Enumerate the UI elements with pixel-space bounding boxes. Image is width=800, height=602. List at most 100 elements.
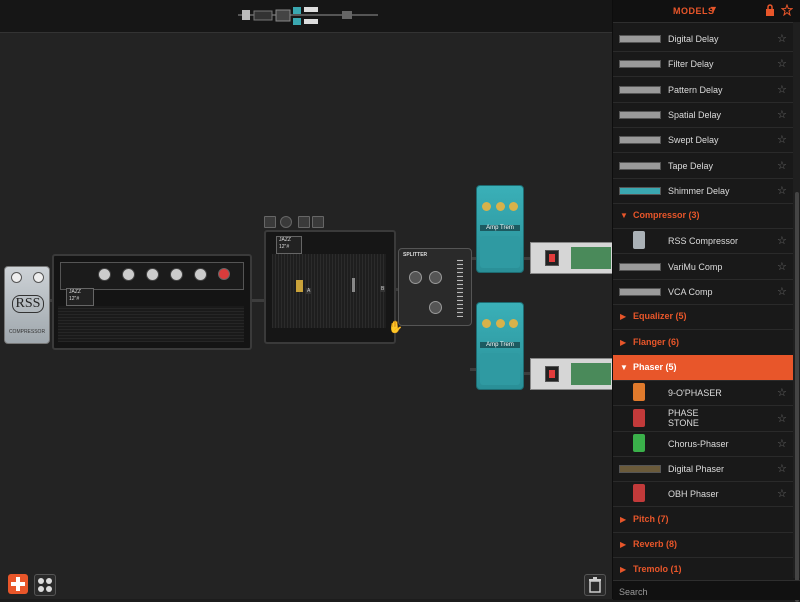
rack-unit-bottom[interactable]: [530, 358, 612, 390]
knob[interactable]: [482, 319, 491, 328]
model-item[interactable]: Tape Delay☆: [613, 153, 793, 179]
star-icon[interactable]: ☆: [777, 235, 787, 248]
menu-icon[interactable]: [264, 216, 276, 228]
model-item[interactable]: Digital Delay☆: [613, 26, 793, 52]
lock-icon[interactable]: [765, 4, 775, 16]
model-item[interactable]: RSS Compressor☆: [613, 228, 793, 255]
model-label: VCA Comp: [668, 287, 713, 297]
knob[interactable]: [170, 268, 183, 281]
knob[interactable]: [509, 202, 518, 211]
star-icon[interactable]: ☆: [777, 412, 787, 425]
category-row[interactable]: ▶Flanger (6): [613, 330, 793, 356]
model-item[interactable]: Spatial Delay ☆: [613, 102, 793, 128]
model-item[interactable]: Swept Delay☆: [613, 127, 793, 154]
power-light[interactable]: [545, 250, 559, 266]
rack-unit-top[interactable]: [530, 242, 612, 274]
add-module-icon: [11, 577, 25, 591]
mini-chain-map[interactable]: [238, 5, 378, 27]
model-item[interactable]: 9-O'PHASER☆: [613, 380, 793, 407]
knob[interactable]: [11, 272, 22, 283]
cable: [470, 368, 476, 371]
level-slider[interactable]: [457, 259, 463, 317]
star-icon[interactable]: ☆: [777, 108, 787, 121]
sidebar-scrollbar[interactable]: [793, 22, 800, 602]
star-icon[interactable]: ☆: [777, 83, 787, 96]
knob[interactable]: [496, 319, 505, 328]
model-item[interactable]: VCA Comp ☆: [613, 279, 793, 305]
knob[interactable]: [429, 271, 442, 284]
star-icon[interactable]: ☆: [777, 33, 787, 45]
search-input[interactable]: [617, 584, 791, 599]
category-row[interactable]: ▶Reverb (8): [613, 532, 793, 558]
model-label-line: PHASE: [668, 407, 699, 418]
category-row[interactable]: ▶Equalizer (5): [613, 304, 793, 331]
power-button[interactable]: [218, 268, 230, 280]
category-label: Equalizer (5): [633, 311, 687, 322]
amp-trem-pedal-bottom[interactable]: Amp Trem: [476, 302, 524, 390]
model-item[interactable]: Chorus-Phaser☆: [613, 431, 793, 457]
pedal-label: Amp Trem: [480, 225, 520, 231]
model-label: Spatial Delay: [668, 109, 722, 120]
grid-view-button[interactable]: [34, 574, 56, 596]
star-icon[interactable]: ☆: [777, 58, 787, 71]
cable: [522, 257, 530, 260]
scrollbar-thumb[interactable]: [795, 192, 799, 602]
rss-compressor-pedal[interactable]: RSS COMPRESSOR: [4, 266, 50, 344]
star-icon[interactable]: ☆: [777, 134, 787, 147]
model-label: Shimmer Delay: [668, 185, 730, 196]
star-icon[interactable]: ☆: [777, 387, 787, 400]
pedal-label: Amp Trem: [480, 342, 520, 348]
model-item[interactable]: Filter Delay☆: [613, 51, 793, 78]
knob[interactable]: [194, 268, 207, 281]
star-icon[interactable]: ☆: [777, 463, 787, 476]
models-title[interactable]: MODELS: [673, 6, 715, 16]
knob[interactable]: [146, 268, 159, 281]
caret-down-icon[interactable]: ▼: [709, 4, 718, 14]
chevron-down-icon[interactable]: [312, 216, 324, 228]
model-thumbnail: [619, 85, 661, 94]
star-icon[interactable]: ☆: [777, 488, 787, 501]
knob[interactable]: [33, 272, 44, 283]
chevron-up-icon[interactable]: [298, 216, 310, 228]
category-row[interactable]: ▼Phaser (5): [613, 354, 793, 381]
knob[interactable]: [409, 271, 422, 284]
add-module-button[interactable]: [8, 574, 28, 594]
model-item[interactable]: Digital Phaser☆: [613, 456, 793, 483]
model-item[interactable]: VariMu Comp☆: [613, 254, 793, 280]
category-row[interactable]: ▶Tremolo (1): [613, 557, 793, 578]
model-item[interactable]: Shimmer Delay ☆: [613, 178, 793, 204]
category-row[interactable]: ▶Pitch (7): [613, 507, 793, 533]
category-label: Flanger (6): [633, 336, 680, 347]
mic-b[interactable]: [352, 278, 355, 292]
mic-a[interactable]: [296, 280, 303, 292]
knob[interactable]: [98, 268, 111, 281]
star-icon[interactable]: ☆: [777, 159, 787, 172]
splitter-module[interactable]: SPLITTER: [398, 248, 472, 326]
knob[interactable]: [482, 202, 491, 211]
star-icon[interactable]: ☆: [777, 184, 787, 197]
knob[interactable]: [509, 319, 518, 328]
footswitch[interactable]: [480, 236, 520, 268]
star-icon[interactable]: ☆: [777, 286, 787, 298]
delete-button[interactable]: [584, 574, 606, 596]
knob[interactable]: [122, 268, 135, 281]
knob[interactable]: [496, 202, 505, 211]
star-icon[interactable]: ☆: [777, 260, 787, 273]
power-light[interactable]: [545, 366, 559, 382]
footswitch[interactable]: [480, 353, 520, 385]
star-icon[interactable]: ☆: [777, 437, 787, 450]
favorites-filter-icon[interactable]: [781, 4, 793, 16]
category-row[interactable]: ▼Compressor (3): [613, 203, 793, 230]
gear-icon[interactable]: [280, 216, 292, 228]
model-item[interactable]: Pattern Delay☆: [613, 77, 793, 103]
models-list[interactable]: Digital Delay☆Filter Delay☆Pattern Delay…: [613, 22, 793, 578]
amp-trem-pedal-top[interactable]: Amp Trem: [476, 185, 524, 273]
model-item[interactable]: OBH Phaser☆: [613, 481, 793, 508]
model-thumbnail: [633, 484, 645, 503]
knob[interactable]: [429, 301, 442, 314]
